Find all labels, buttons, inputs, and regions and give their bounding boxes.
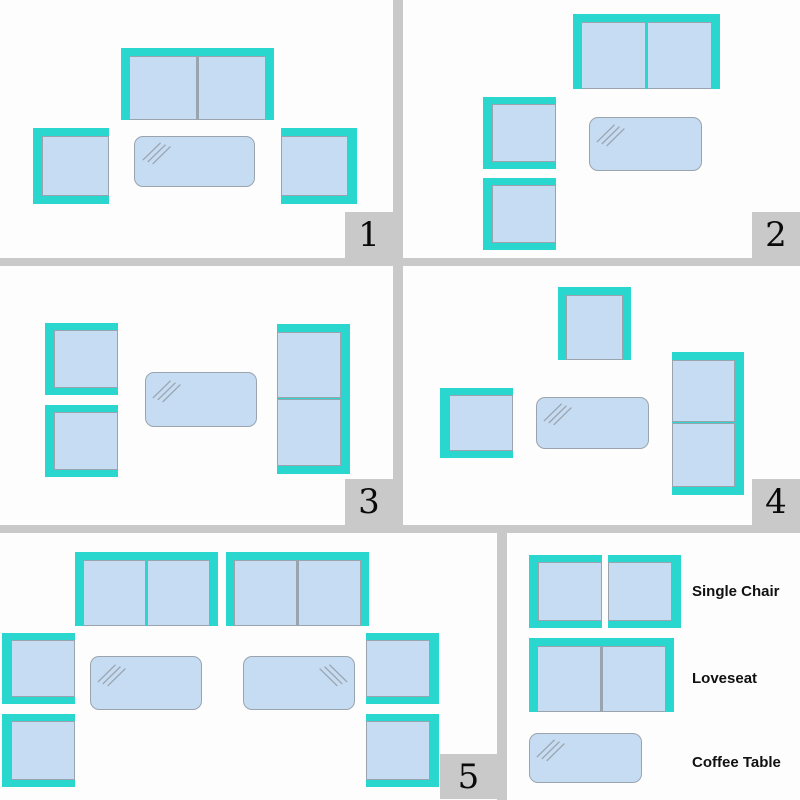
loveseat-cushion-right xyxy=(298,560,361,626)
chair-seat xyxy=(54,330,118,388)
legend-label-loveseat: Loveseat xyxy=(692,670,758,687)
loveseat-cushion-right xyxy=(198,56,266,120)
single-chair[interactable] xyxy=(483,97,556,169)
coffee-table[interactable] xyxy=(90,656,202,710)
loveseat[interactable] xyxy=(573,14,720,89)
layout-panel-1[interactable]: 1 xyxy=(0,0,393,258)
panel-number-badge: 3 xyxy=(345,479,393,525)
glass-hatch-icon xyxy=(543,403,572,426)
glass-hatch-icon xyxy=(142,142,171,165)
single-chair[interactable] xyxy=(366,714,439,787)
layout-panel-3[interactable]: 3 xyxy=(0,266,393,525)
glass-hatch-icon xyxy=(97,664,126,687)
chair-seat xyxy=(281,136,348,196)
coffee-table[interactable] xyxy=(134,136,255,187)
chair-seat xyxy=(366,721,430,780)
coffee-table[interactable] xyxy=(536,397,649,449)
legend-label-single-chair: Single Chair xyxy=(692,583,780,600)
legend-panel: Single Chair Loveseat Coffee Table xyxy=(507,533,800,800)
panel-number-badge: 5 xyxy=(440,754,497,799)
panel-number-badge: 1 xyxy=(345,212,393,258)
loveseat-cushion-bottom xyxy=(277,399,341,466)
chair-seat xyxy=(11,640,75,697)
single-chair[interactable] xyxy=(366,633,439,704)
panel-number-badge: 4 xyxy=(752,479,800,525)
coffee-table[interactable] xyxy=(243,656,355,710)
chair-seat xyxy=(538,562,602,621)
layout-panel-5[interactable]: 5 xyxy=(0,533,497,800)
chair-seat xyxy=(492,104,556,162)
layout-panel-4[interactable]: 4 xyxy=(403,266,800,525)
legend-label-coffee-table: Coffee Table xyxy=(692,754,781,771)
single-chair[interactable] xyxy=(440,388,513,458)
loveseat-cushion-right xyxy=(602,646,666,712)
chair-seat xyxy=(366,640,430,697)
single-chair[interactable] xyxy=(483,178,556,250)
legend-swatch-single-chair xyxy=(529,555,602,628)
legend-swatch-loveseat xyxy=(529,638,674,712)
legend-swatch-single-chair xyxy=(608,555,681,628)
coffee-table[interactable] xyxy=(589,117,702,171)
loveseat-cushion-left xyxy=(83,560,146,626)
loveseat-cushion-left xyxy=(537,646,601,712)
loveseat[interactable] xyxy=(672,352,744,495)
loveseat[interactable] xyxy=(75,552,218,626)
legend-swatch-coffee-table xyxy=(529,733,642,783)
glass-hatch-icon xyxy=(319,664,348,687)
chair-seat xyxy=(42,136,109,196)
single-chair[interactable] xyxy=(281,128,357,204)
layout-panel-2[interactable]: 2 xyxy=(403,0,800,258)
loveseat-cushion-right xyxy=(647,22,712,89)
single-chair[interactable] xyxy=(2,714,75,787)
chair-seat xyxy=(11,721,75,780)
loveseat-cushion-bottom xyxy=(672,423,735,487)
loveseat[interactable] xyxy=(121,48,274,120)
chair-seat xyxy=(492,185,556,243)
chair-seat xyxy=(54,412,118,470)
coffee-table[interactable] xyxy=(145,372,257,427)
single-chair[interactable] xyxy=(45,405,118,477)
loveseat-cushion-top xyxy=(672,360,735,422)
chair-seat xyxy=(566,295,623,360)
single-chair[interactable] xyxy=(2,633,75,704)
loveseat-cushion-right xyxy=(147,560,210,626)
loveseat[interactable] xyxy=(277,324,350,474)
loveseat[interactable] xyxy=(226,552,369,626)
panel-number-badge: 2 xyxy=(752,212,800,258)
glass-hatch-icon xyxy=(152,380,181,403)
chair-seat xyxy=(449,395,513,451)
loveseat-cushion-top xyxy=(277,332,341,398)
loveseat-cushion-left xyxy=(581,22,646,89)
glass-hatch-icon xyxy=(536,739,565,762)
single-chair[interactable] xyxy=(45,323,118,395)
single-chair[interactable] xyxy=(33,128,109,204)
glass-hatch-icon xyxy=(596,124,625,147)
chair-seat xyxy=(608,562,672,621)
single-chair[interactable] xyxy=(558,287,631,360)
loveseat-cushion-left xyxy=(129,56,197,120)
loveseat-cushion-left xyxy=(234,560,297,626)
